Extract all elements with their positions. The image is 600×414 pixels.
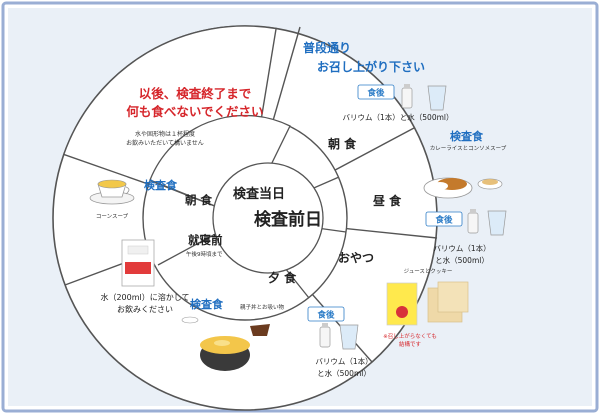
lunch-badge-text: 食後 — [435, 215, 453, 226]
lunch-label: 昼 食 — [372, 193, 402, 208]
dinner-after-meal-badge — [307, 306, 345, 322]
snack-note-line2: 結構です — [399, 340, 422, 348]
snack-note-line1: ※召し上がらなくても — [383, 332, 437, 340]
inner-top-label: 検査当日 — [233, 186, 285, 202]
oyakodon-caption: 親子丼とお吸い物 — [240, 303, 285, 311]
dinner-label: 夕 食 — [268, 270, 297, 285]
breakfast-label: 朝 食 — [328, 136, 357, 151]
water-note-line1: 水や固形物は１杯程度 — [135, 130, 195, 138]
lunch-barium-illustration — [467, 209, 507, 236]
laxative-caption-line1: 水（200ml）に溶かして — [100, 292, 189, 302]
snack-label: おやつ — [338, 251, 374, 265]
dinner-caption-line2: と水（500ml） — [317, 368, 371, 378]
center-label: 検査前日 — [254, 209, 322, 230]
water-note-line2: お飲みいただいて構いません — [126, 139, 204, 147]
laxative-caption-line2: お飲みください — [117, 304, 173, 314]
laxative-packet-illustration — [121, 239, 155, 287]
normal-meal-line2: お召し上がり下さい — [317, 59, 425, 74]
breakfast-barium-illustration — [401, 84, 447, 111]
juice-cookie-illustration — [386, 281, 469, 326]
bedtime-label: 就寝前 — [188, 233, 223, 247]
lunch-caption-line2: と水（500ml） — [435, 255, 489, 265]
curry-illustration — [423, 177, 503, 199]
lunch-caption-line1: バリウム（1本） — [433, 243, 490, 253]
center-circle — [212, 162, 324, 274]
dinner-barium-illustration — [319, 323, 359, 350]
lunch-tag: 検査食 — [450, 129, 484, 143]
dinner-badge-text: 食後 — [317, 310, 335, 321]
corn-soup-illustration — [89, 179, 135, 205]
curry-caption: カレーライスとコンソメスープ — [430, 145, 507, 152]
dinner-tag: 検査食 — [190, 297, 224, 311]
bedtime-sub: 午後9時頃まで — [186, 250, 223, 258]
dinner-caption-line1: バリウム（1本） — [315, 356, 372, 366]
lunch-after-meal-badge — [425, 211, 463, 227]
snack-food-caption: ジュースとクッキー — [404, 268, 453, 275]
breakfast-after-meal-badge — [357, 84, 395, 100]
normal-meal-line1: 普段通り — [303, 40, 351, 55]
corn-soup-caption: コーンスープ — [96, 213, 129, 220]
breakfast-caption: バリウム（1本）と水（500ml） — [343, 112, 454, 122]
day-of-breakfast-label: 朝 食 — [185, 193, 213, 207]
day-of-breakfast-tag: 検査食 — [144, 178, 178, 192]
warning-line1: 以後、検査終了まで — [139, 86, 252, 101]
oyakodon-illustration — [181, 316, 270, 371]
warning-line2: 何も食べないでください — [126, 104, 263, 119]
breakfast-badge-text: 食後 — [367, 88, 385, 99]
